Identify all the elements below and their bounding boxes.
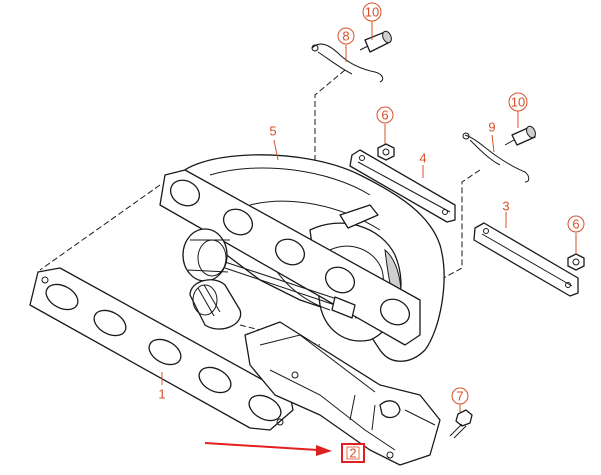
part-6-nut-lower [567, 253, 585, 271]
callout-number: 5 [269, 124, 276, 139]
callout-10: 10 [362, 2, 382, 22]
highlight-box-icon [341, 443, 365, 463]
callout-2: 2 [341, 443, 365, 463]
callout-number: 6 [572, 217, 579, 232]
callout-number: 3 [502, 199, 509, 214]
part-2-heat-shield [244, 321, 441, 466]
callout-number: 10 [365, 5, 379, 20]
callout-4: 4 [419, 151, 426, 166]
part-9-sensor-bracket [462, 132, 530, 183]
callout-8: 8 [337, 27, 355, 45]
callout-3: 3 [502, 199, 509, 214]
callout-number: 7 [456, 389, 463, 404]
callout-10: 10 [508, 92, 528, 112]
callout-number: 2 [349, 446, 356, 461]
callout-circle-icon [362, 2, 382, 22]
callout-5: 5 [269, 124, 276, 139]
part-10-sensor-upper [359, 30, 392, 53]
callout-6: 6 [567, 215, 585, 233]
part-10-sensor-lower [504, 125, 536, 146]
callout-circle-icon [567, 215, 585, 233]
callout-1: 1 [158, 387, 165, 402]
callout-leader-lines [161, 21, 577, 412]
callout-9: 9 [488, 120, 495, 135]
callout-number: 8 [342, 29, 349, 44]
callout-7: 7 [451, 387, 469, 405]
callout-labels: 10 8 6 10 5 9 4 3 6 1 7 2 [158, 2, 585, 463]
callout-circle-icon [508, 92, 528, 112]
callout-number: 9 [488, 120, 495, 135]
part-7-bolt [449, 409, 473, 439]
callout-number: 1 [158, 387, 165, 402]
callout-circle-icon [451, 387, 469, 405]
part-6-nut-upper [377, 143, 395, 161]
callout-number: 10 [511, 95, 525, 110]
part-8-sensor-bracket [311, 43, 384, 83]
callout-circle-icon [337, 27, 355, 45]
part-5-exhaust-manifold [159, 154, 445, 362]
callout-number: 4 [419, 151, 426, 166]
part-1-manifold-gasket [29, 267, 294, 431]
callout-6: 6 [376, 106, 394, 124]
callout-number: 6 [381, 108, 388, 123]
callout-circle-icon [376, 106, 394, 124]
red-arrow-right-icon [204, 442, 332, 456]
callout-inner-box-icon [346, 446, 360, 460]
part-4-bracket [349, 149, 456, 223]
part-3-bracket [473, 222, 579, 297]
